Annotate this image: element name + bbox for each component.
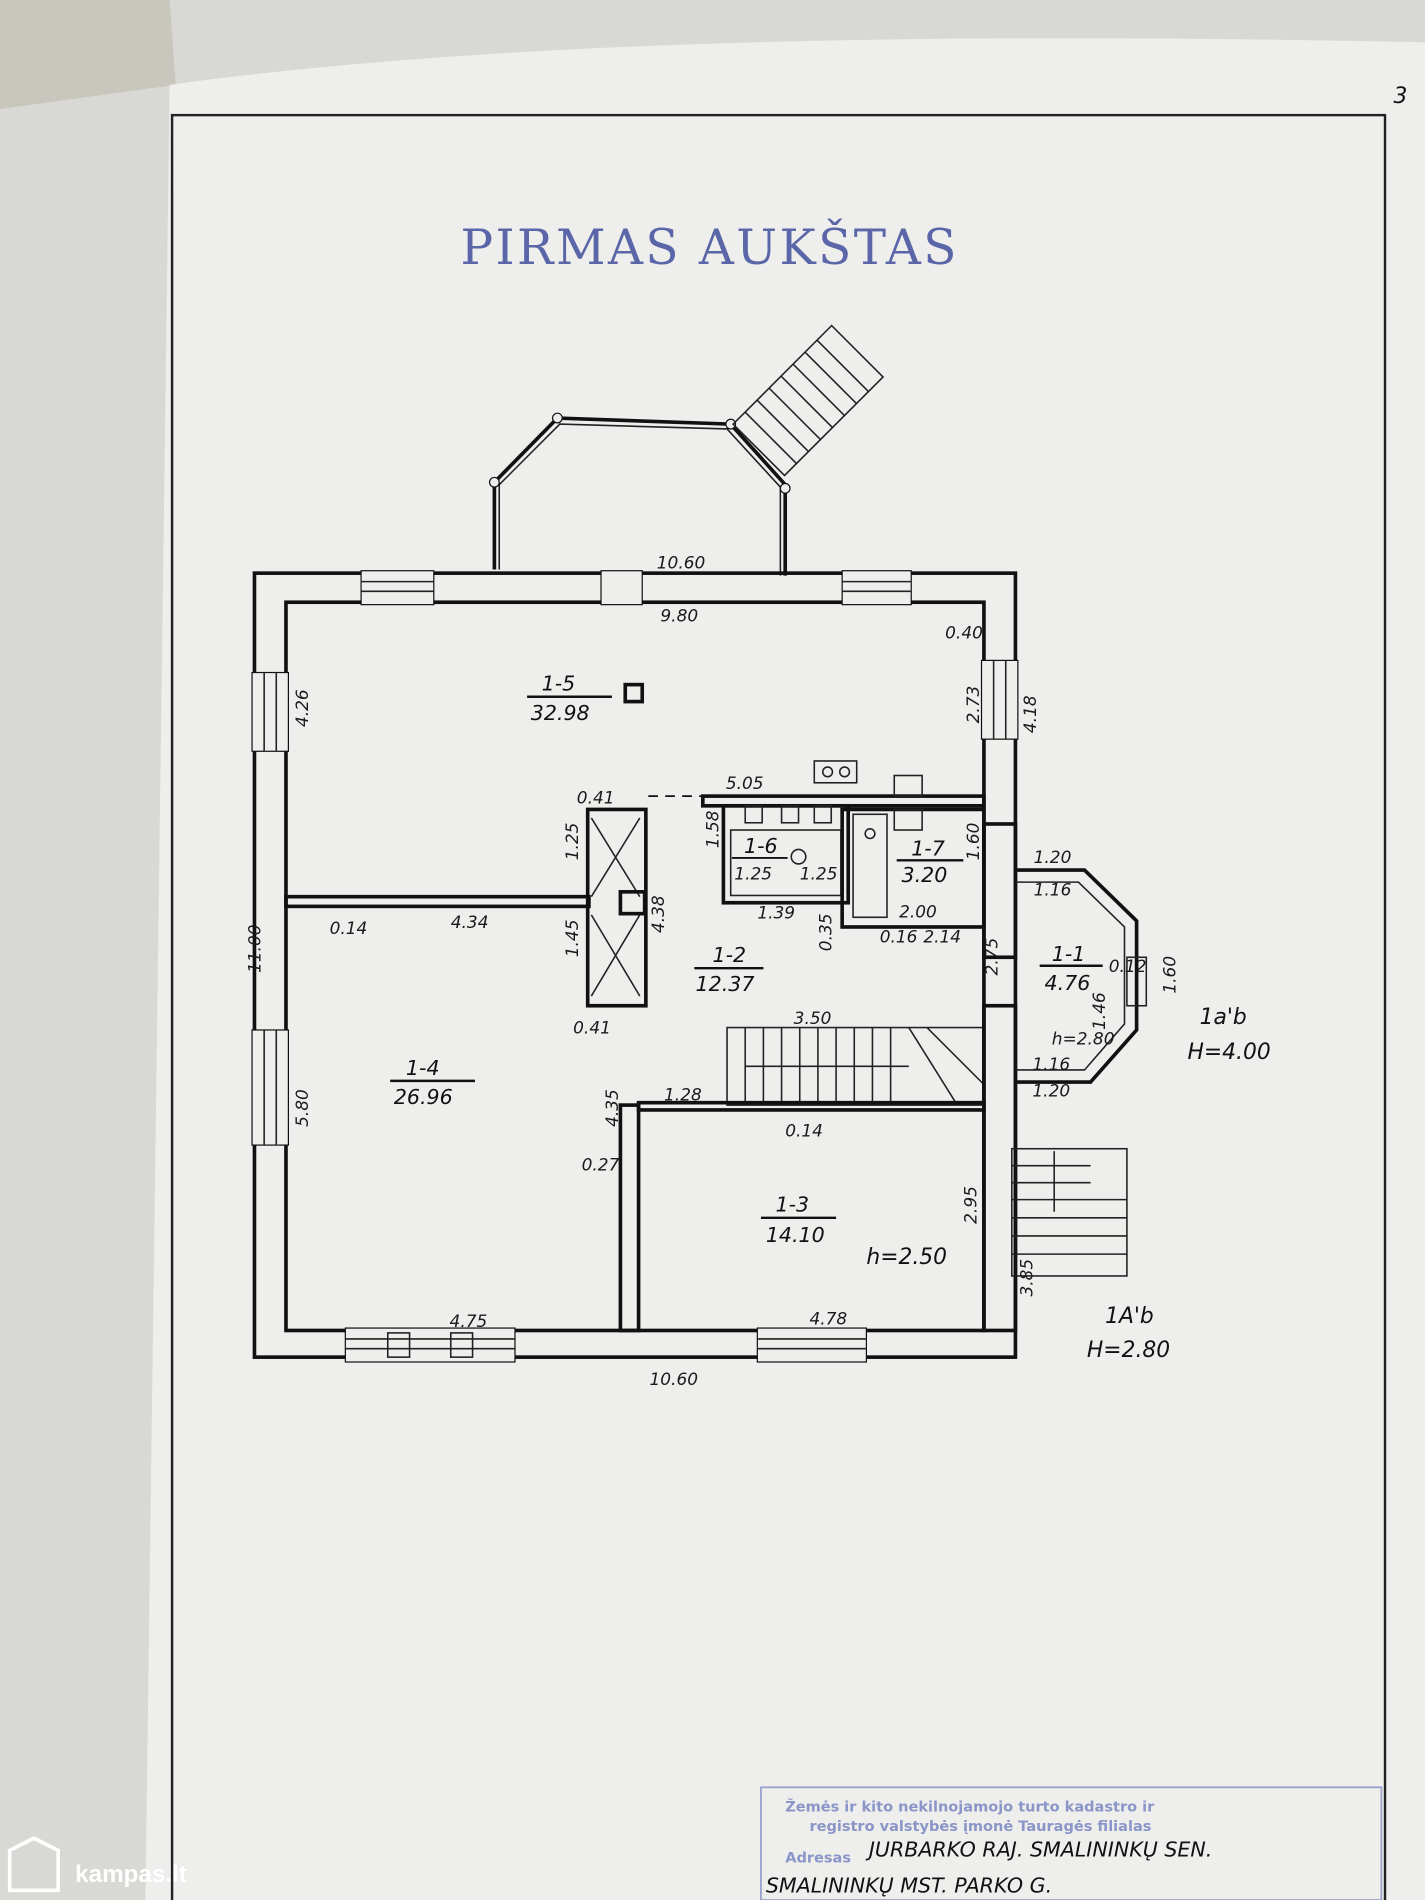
dimensions-wc_158-label: 1.58	[703, 810, 723, 848]
dimensions-bay_120a-label: 1.20	[1034, 847, 1072, 867]
room-area: 3.20	[902, 863, 948, 887]
page-number: 3	[1393, 84, 1407, 109]
room-1-4: 1-4 26.96	[390, 1056, 475, 1109]
room-area: 32.98	[531, 701, 590, 725]
dimensions-left_upper-label: 4.26	[292, 689, 312, 727]
dimensions-r13_h-label: h=2.50	[866, 1245, 947, 1270]
room-id: 1-5	[542, 672, 576, 696]
entrance-bay	[1011, 868, 1148, 1277]
room-1-1: 1-1 4.76	[1039, 942, 1103, 995]
room-area: 14.10	[766, 1223, 825, 1247]
stamp-address-label: Adresas	[785, 1850, 851, 1866]
room-id: 1-6	[744, 834, 778, 858]
annotations-a1-label: 1a'b	[1200, 1005, 1247, 1030]
dimensions-chimney_438-label: 4.38	[648, 895, 668, 933]
room-area: 26.96	[394, 1085, 453, 1109]
dimensions-right_upper_a-label: 2.73	[963, 686, 983, 724]
room-1-6: 1-6 1.25	[731, 834, 788, 884]
dimensions-r14_027-label: 0.27	[582, 1155, 620, 1175]
dimensions-chimney_125-label: 1.25	[562, 823, 582, 861]
dimensions-right_upper_b-label: 4.18	[1020, 695, 1040, 733]
dimensions-bay_160-label: 1.60	[1159, 956, 1179, 994]
entrance-stairs	[1011, 1147, 1128, 1277]
column-icon	[623, 682, 645, 704]
room-id: 1-2	[713, 943, 747, 967]
dimensions-bay_116b-label: 1.16	[1032, 1054, 1070, 1074]
dimensions-bottom_outer-label: 10.60	[649, 1369, 698, 1389]
balcony	[488, 324, 885, 576]
dimensions-bay_146-label: 1.46	[1089, 992, 1109, 1030]
annotations-a2_h-label: H=2.80	[1087, 1338, 1170, 1363]
dimensions-bay_012-label: 0.12	[1109, 956, 1147, 976]
stove-icon	[813, 760, 858, 784]
dimensions-door_128-label: 1.28	[664, 1084, 702, 1104]
dimensions-chimney_145-label: 1.45	[562, 920, 582, 958]
drawing-frame	[170, 113, 1387, 1900]
room-id: 1-7	[911, 836, 945, 860]
page-title: PIRMAS AUKŠTAS	[460, 218, 958, 276]
dimensions-bath_200-label: 2.00	[899, 901, 937, 921]
room-id: 1-1	[1052, 942, 1086, 966]
dimensions-bath_214-label: 2.14	[923, 927, 961, 947]
registry-stamp: Žemės ir kito nekilnojamojo turto kadast…	[760, 1786, 1383, 1900]
stamp-address-line-2: SMALININKŲ MST. PARKO G.	[766, 1874, 1052, 1898]
dimensions-kitchen_505-label: 5.05	[726, 773, 764, 793]
room-1-7: 1-7 3.20	[896, 836, 964, 887]
dimensions-chimney_041b-label: 0.41	[573, 1018, 611, 1038]
dimensions-top_inner-label: 9.80	[660, 606, 698, 626]
dimensions-corner-label: 0.40	[945, 623, 983, 643]
room-1-3: 1-3 14.10	[760, 1193, 837, 1247]
paper-sheet	[145, 38, 1425, 1900]
room-area: 4.76	[1045, 971, 1091, 995]
dimensions-wc_139-label: 1.39	[757, 902, 795, 922]
room-1-2: 1-2 12.37	[694, 943, 764, 996]
dimensions-r13_295-label: 2.95	[961, 1186, 981, 1224]
dimensions-wc_125-label: 1.25	[800, 864, 838, 884]
stamp-line-1: Žemės ir kito nekilnojamojo turto kadast…	[785, 1799, 1155, 1816]
dimensions-bath_016-label: 0.16	[880, 927, 918, 947]
dimensions-entry_385-label: 3.85	[1016, 1259, 1036, 1297]
dimensions-bay_h-label: h=2.80	[1052, 1029, 1115, 1049]
room-1-5: 1-5 32.98	[527, 672, 612, 725]
dimensions-chimney_041a-label: 0.41	[577, 787, 615, 807]
dimensions-bath_160-label: 1.60	[963, 823, 983, 861]
dimension-labels: 10.60 9.80 10.60 0.40 0.14 4.34 0.41 0.4…	[245, 552, 1180, 1389]
toilet-icon	[790, 848, 807, 865]
dimensions-top_outer-label: 10.60	[657, 552, 706, 572]
annotations: 1a'b H=4.00 1A'b H=2.80	[1087, 1005, 1271, 1363]
balcony-stairs	[731, 324, 885, 477]
dimensions-bay_120b-label: 1.20	[1032, 1081, 1070, 1101]
dimensions-r14_435-label: 4.35	[602, 1089, 622, 1127]
house-logo-icon	[7, 1836, 60, 1893]
dimensions-left_outer-label: 11.00	[245, 924, 265, 973]
annotations-a1_h-label: H=4.00	[1188, 1040, 1271, 1065]
watermark-text: kampas.lt	[75, 1861, 187, 1888]
dimensions-wall_014-label: 0.14	[330, 918, 368, 938]
dimensions-r14_width-label: 4.34	[451, 912, 489, 932]
dimensions-stair_350-label: 3.50	[794, 1008, 832, 1028]
dimensions-wall_014b-label: 0.14	[785, 1121, 823, 1141]
interior-walls	[284, 682, 1018, 1333]
room-id: 1-3	[776, 1193, 810, 1217]
dimensions-bot_478-label: 4.78	[809, 1308, 847, 1328]
stamp-line-2: registro valstybės įmonė Tauragės filial…	[809, 1819, 1151, 1835]
book-edge	[0, 0, 176, 110]
dimensions-wc_035-label: 0.35	[815, 913, 835, 951]
stamp-address-line-1: JURBARKO RAJ. SMALININKŲ SEN.	[865, 1837, 1213, 1861]
room-labels: 1-5 32.98 1-4 26.96 1-2 12.37 1-6 1.25 1-7 3.…	[390, 672, 1103, 1247]
dimensions-left_lower-label: 5.80	[292, 1089, 312, 1127]
bathtub-icon	[852, 813, 888, 919]
dimensions-bay_116a-label: 1.16	[1034, 879, 1072, 899]
annotations-a2-label: 1A'b	[1105, 1304, 1154, 1329]
room-id: 1-4	[406, 1056, 440, 1080]
kampas-logo: kampas.lt	[7, 1836, 187, 1893]
room-area: 1.25	[734, 864, 772, 884]
room-area: 12.37	[696, 972, 755, 996]
dimensions-hall_275-label: 2.75	[981, 938, 1001, 976]
dimensions-bot_475-label: 4.75	[450, 1311, 488, 1331]
